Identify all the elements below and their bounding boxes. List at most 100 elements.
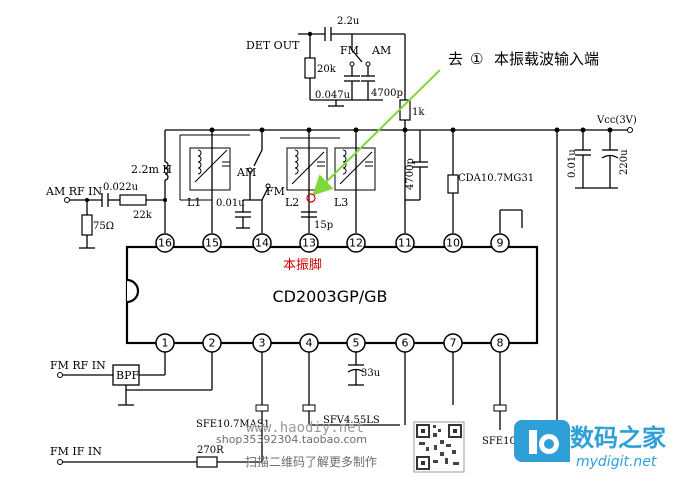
pin11-cap — [404, 130, 428, 233]
pin-3: 3 — [252, 333, 272, 353]
pin-14: 14 — [252, 233, 272, 253]
det-out-section — [298, 27, 411, 130]
vcc-decoupling — [556, 130, 619, 440]
watermark-site: www.haodiy.net — [246, 420, 364, 436]
svg-text:13: 13 — [302, 237, 316, 250]
svg-text:5: 5 — [353, 337, 360, 350]
svg-text:0.047u: 0.047u — [315, 90, 351, 101]
l3-tank — [334, 130, 376, 233]
svg-text:33u: 33u — [361, 368, 381, 379]
pin-12: 12 — [346, 233, 366, 253]
svg-text:10: 10 — [446, 237, 460, 250]
watermark-scan: 扫描二维码了解更多制作 — [245, 455, 377, 469]
svg-text:75Ω: 75Ω — [93, 221, 114, 232]
osc-annotation: 去 ① 本振载波输入端 本振脚 — [283, 50, 599, 273]
l1-tank — [179, 130, 250, 233]
svg-text:14: 14 — [255, 237, 269, 250]
svg-text:FM: FM — [266, 185, 285, 198]
osc-pin-highlight — [306, 193, 316, 203]
pin16-network — [163, 130, 169, 233]
pin-11: 11 — [395, 233, 415, 253]
pin-2: 2 — [202, 333, 222, 353]
pin10-cda — [447, 130, 459, 233]
pin-6: 6 — [395, 333, 415, 353]
qr-code-icon — [413, 421, 465, 473]
svg-text:FM: FM — [340, 44, 359, 57]
svg-text:9: 9 — [497, 237, 504, 250]
pin14-switch — [235, 130, 271, 233]
svg-text:SFV4.55LS: SFV4.55LS — [323, 415, 380, 426]
svg-text:0.01u: 0.01u — [216, 198, 245, 209]
svg-text:L2: L2 — [285, 196, 299, 209]
svg-text:7: 7 — [450, 337, 457, 350]
logo-name: 数码之家 — [570, 424, 666, 452]
svg-text:15p: 15p — [314, 220, 333, 231]
svg-text:0.01u: 0.01u — [567, 149, 578, 178]
pin9-ground — [499, 209, 523, 233]
svg-text:16: 16 — [158, 237, 172, 250]
svg-text:L3: L3 — [334, 196, 348, 209]
pin-7: 7 — [443, 333, 463, 353]
pin-8: 8 — [490, 333, 510, 353]
chip-name: CD2003GP/GB — [272, 287, 387, 306]
svg-text:2.2u: 2.2u — [337, 16, 360, 27]
pin-5: 5 — [346, 333, 366, 353]
pin-1: 1 — [155, 333, 175, 353]
svg-text:11: 11 — [398, 237, 412, 250]
svg-text:CDA10.7MG31: CDA10.7MG31 — [458, 173, 534, 184]
top-pins: 16 15 14 13 12 11 10 9 — [155, 233, 510, 253]
det-out-label: DET OUT — [246, 39, 300, 52]
power-rail — [165, 127, 633, 133]
fm-if-input — [57, 440, 263, 468]
svg-text:1k: 1k — [412, 107, 425, 118]
component-labels: DET OUT 2.2u FM AM 20k 0.047u 4700p 1k V… — [45, 16, 637, 458]
annotation-circled-num: ① — [470, 50, 483, 68]
pin-16: 16 — [155, 233, 175, 253]
bpf-label: BPF — [116, 369, 139, 382]
l2-tank — [280, 130, 340, 233]
svg-text:AM: AM — [371, 44, 391, 57]
svg-text:20k: 20k — [317, 64, 337, 75]
svg-text:270R: 270R — [197, 445, 224, 456]
logo: 数码之家 mydigit.net — [514, 420, 666, 470]
pin-15: 15 — [202, 233, 222, 253]
am-rf-in-label: AM RF IN — [45, 185, 102, 198]
svg-text:220u: 220u — [619, 149, 630, 175]
fm-rf-in-label: FM RF IN — [50, 359, 106, 372]
annotation-prefix: 去 — [448, 50, 463, 68]
svg-text:AM: AM — [236, 166, 256, 179]
pin-4: 4 — [299, 333, 319, 353]
pin-10: 10 — [443, 233, 463, 253]
svg-text:L1: L1 — [187, 196, 201, 209]
svg-text:15: 15 — [205, 237, 219, 250]
logo-badge-icon — [514, 420, 570, 462]
fm-if-in-label: FM IF IN — [50, 445, 102, 458]
pin-13: 13 — [299, 233, 319, 253]
logo-url: mydigit.net — [576, 454, 657, 470]
svg-text:3: 3 — [259, 337, 266, 350]
svg-text:SFE10.7MAS1: SFE10.7MAS1 — [196, 419, 270, 430]
svg-text:4700p: 4700p — [405, 158, 416, 190]
svg-text:0.022u: 0.022u — [103, 182, 139, 193]
fm-rf-input — [57, 352, 213, 406]
osc-pin-label: 本振脚 — [283, 257, 322, 273]
svg-text:12: 12 — [349, 237, 363, 250]
vcc-label: Vcc(3V) — [596, 115, 637, 126]
ic-chip: CD2003GP/GB — [125, 245, 539, 345]
svg-text:6: 6 — [402, 337, 409, 350]
svg-text:2: 2 — [209, 337, 216, 350]
svg-text:8: 8 — [497, 337, 504, 350]
annotation-text: 本振载波输入端 — [494, 50, 599, 68]
svg-text:4: 4 — [306, 337, 313, 350]
watermark-shop: shop35392304.taobao.com — [216, 433, 367, 446]
watermark: www.haodiy.net shop35392304.taobao.com 扫… — [216, 420, 666, 473]
ceramic-filters — [255, 352, 507, 440]
pin-9: 9 — [490, 233, 510, 253]
am-rf-input — [64, 193, 165, 249]
svg-text:4700p: 4700p — [371, 88, 403, 99]
svg-text:1: 1 — [162, 337, 169, 350]
bottom-pins: 1 2 3 4 5 6 7 8 — [155, 333, 510, 353]
svg-text:22k: 22k — [133, 210, 153, 221]
